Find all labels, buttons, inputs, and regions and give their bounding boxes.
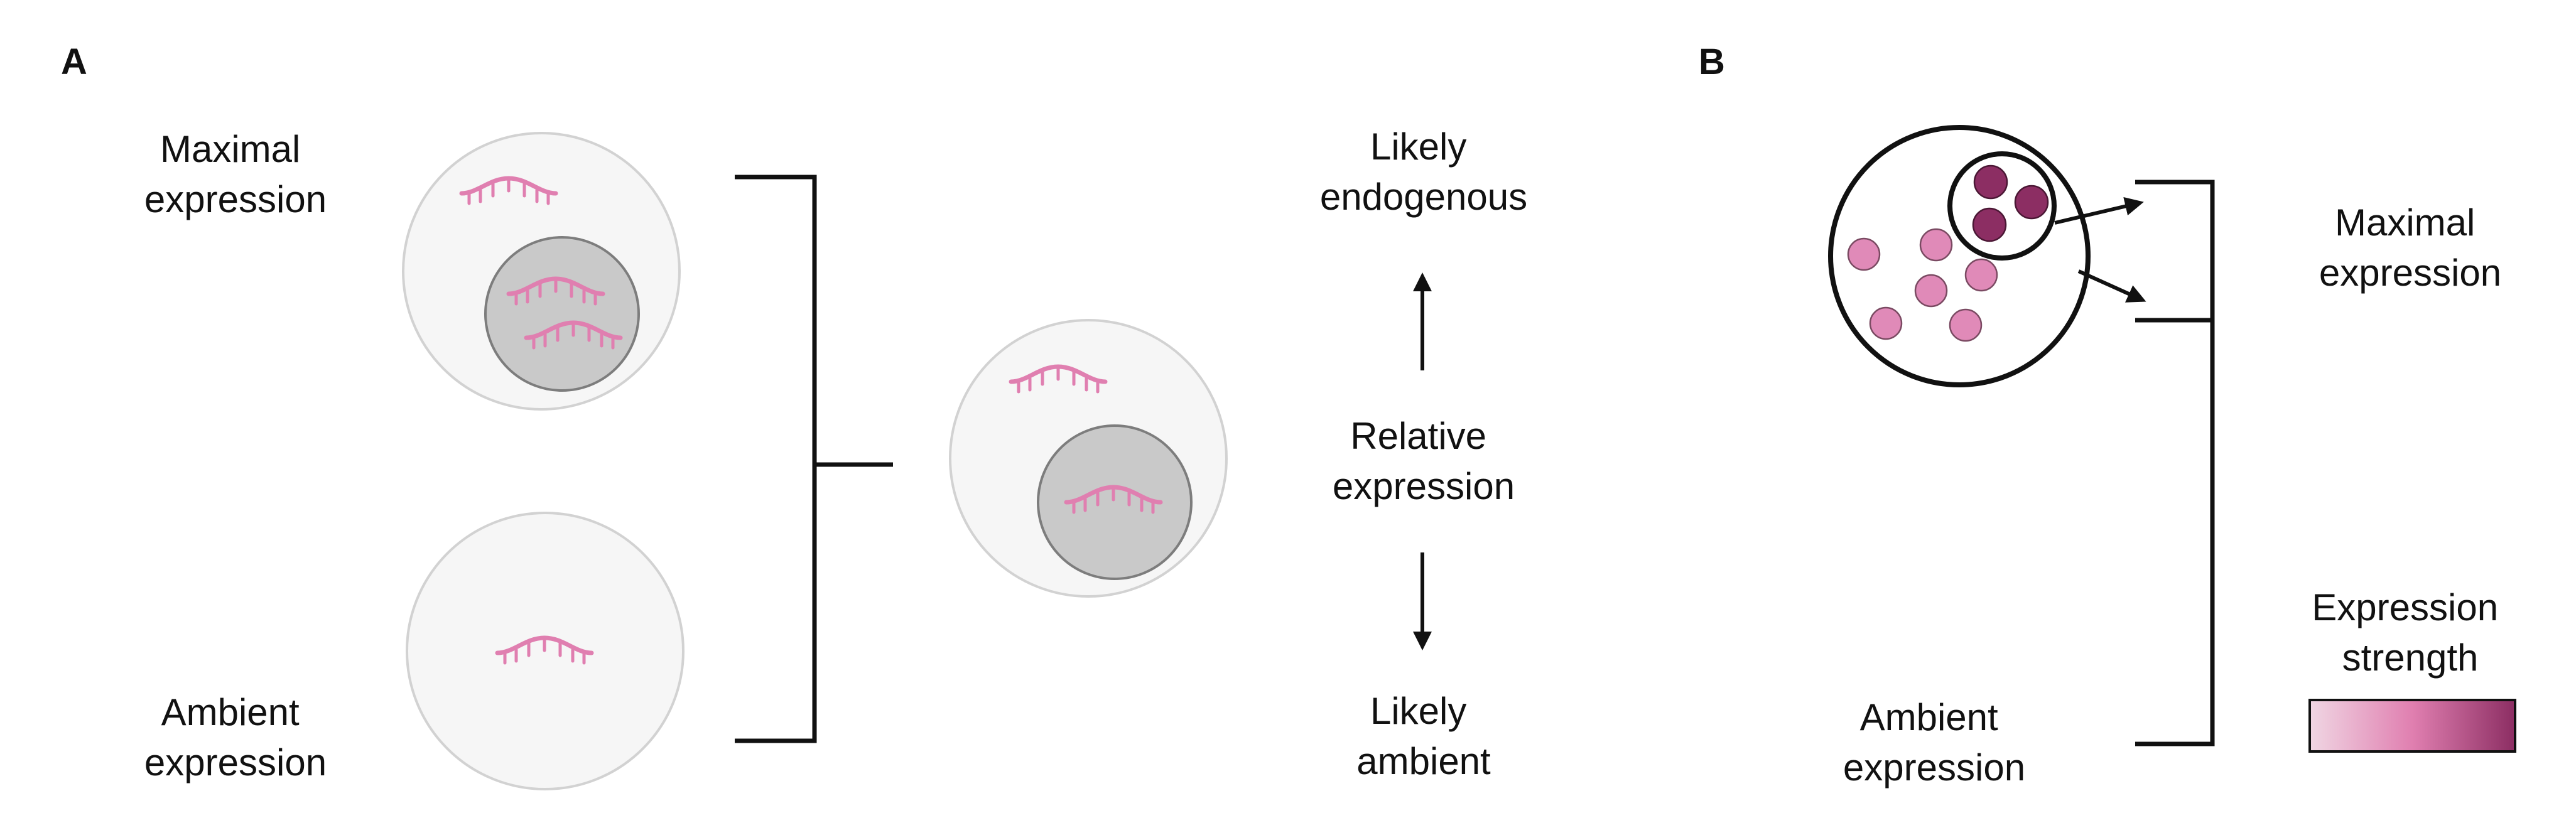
panel-a-bracket [735,175,893,743]
maximal-dot [1973,164,2008,200]
panel-a-ambient-label: Ambient expression [144,691,327,783]
ambient-dot [1964,258,1998,292]
legend-title-line-2: strength [2342,637,2479,679]
panel-a-label: A [61,41,87,82]
likely-endogenous-label: Likely endogenous [1320,126,1527,218]
likely-endogenous-line-1: Likely [1370,126,1466,168]
maximal-cell-nucleus [484,236,640,392]
ambient-dot [1847,237,1881,271]
ambient-cell [406,512,685,790]
panel-b-bracket [2135,180,2215,746]
relative-expression-line-1: Relative [1350,415,1486,457]
maximal-dot [2014,185,2049,220]
maximal-dot [1972,207,2007,242]
relative-expression-label: Relative expression [1333,415,1515,507]
panel-b-ambient-label: Ambient expression [1843,696,2025,789]
arrow-right-icon [2077,269,2146,303]
legend-gradient-bar [2308,699,2516,753]
query-cell-nucleus [1037,424,1193,580]
panel-b-ambient-line-1: Ambient [1860,696,1998,738]
ambient-dot [1914,274,1948,308]
query-cell [949,319,1228,598]
panel-b-maximal-line-2: expression [2319,252,2501,294]
likely-endogenous-line-2: endogenous [1320,176,1527,218]
panel-a-maximal-label: Maximal expression [144,128,327,220]
arrow-right-icon [2054,197,2144,225]
ambient-dot [1949,308,1983,342]
likely-ambient-line-2: ambient [1356,740,1491,782]
maximal-cell [402,132,681,411]
likely-ambient-line-1: Likely [1370,690,1466,732]
panel-b: B Maximal expression Ambient [1699,41,2516,789]
panel-b-label: B [1699,41,1725,82]
panel-a-ambient-line-2: expression [144,741,327,783]
relative-expression-line-2: expression [1333,465,1515,507]
panel-b-maximal-label: Maximal expression [2319,202,2501,294]
panel-a-maximal-line-1: Maximal [160,128,300,170]
panel-a: A Maximal expression Ambient expression [61,41,1527,790]
likely-ambient-label: Likely ambient [1356,690,1491,782]
legend-title-line-1: Expression [2312,586,2498,628]
ambient-dot [1919,228,1953,262]
panel-b-maximal-line-1: Maximal [2335,202,2475,244]
ambient-dot [1869,306,1903,340]
panel-b-ambient-line-2: expression [1843,746,2025,789]
droplet-circle [1828,125,2091,387]
legend-title: Expression strength [2312,586,2508,679]
panel-a-ambient-line-1: Ambient [161,691,300,733]
panel-a-maximal-line-2: expression [144,178,327,220]
